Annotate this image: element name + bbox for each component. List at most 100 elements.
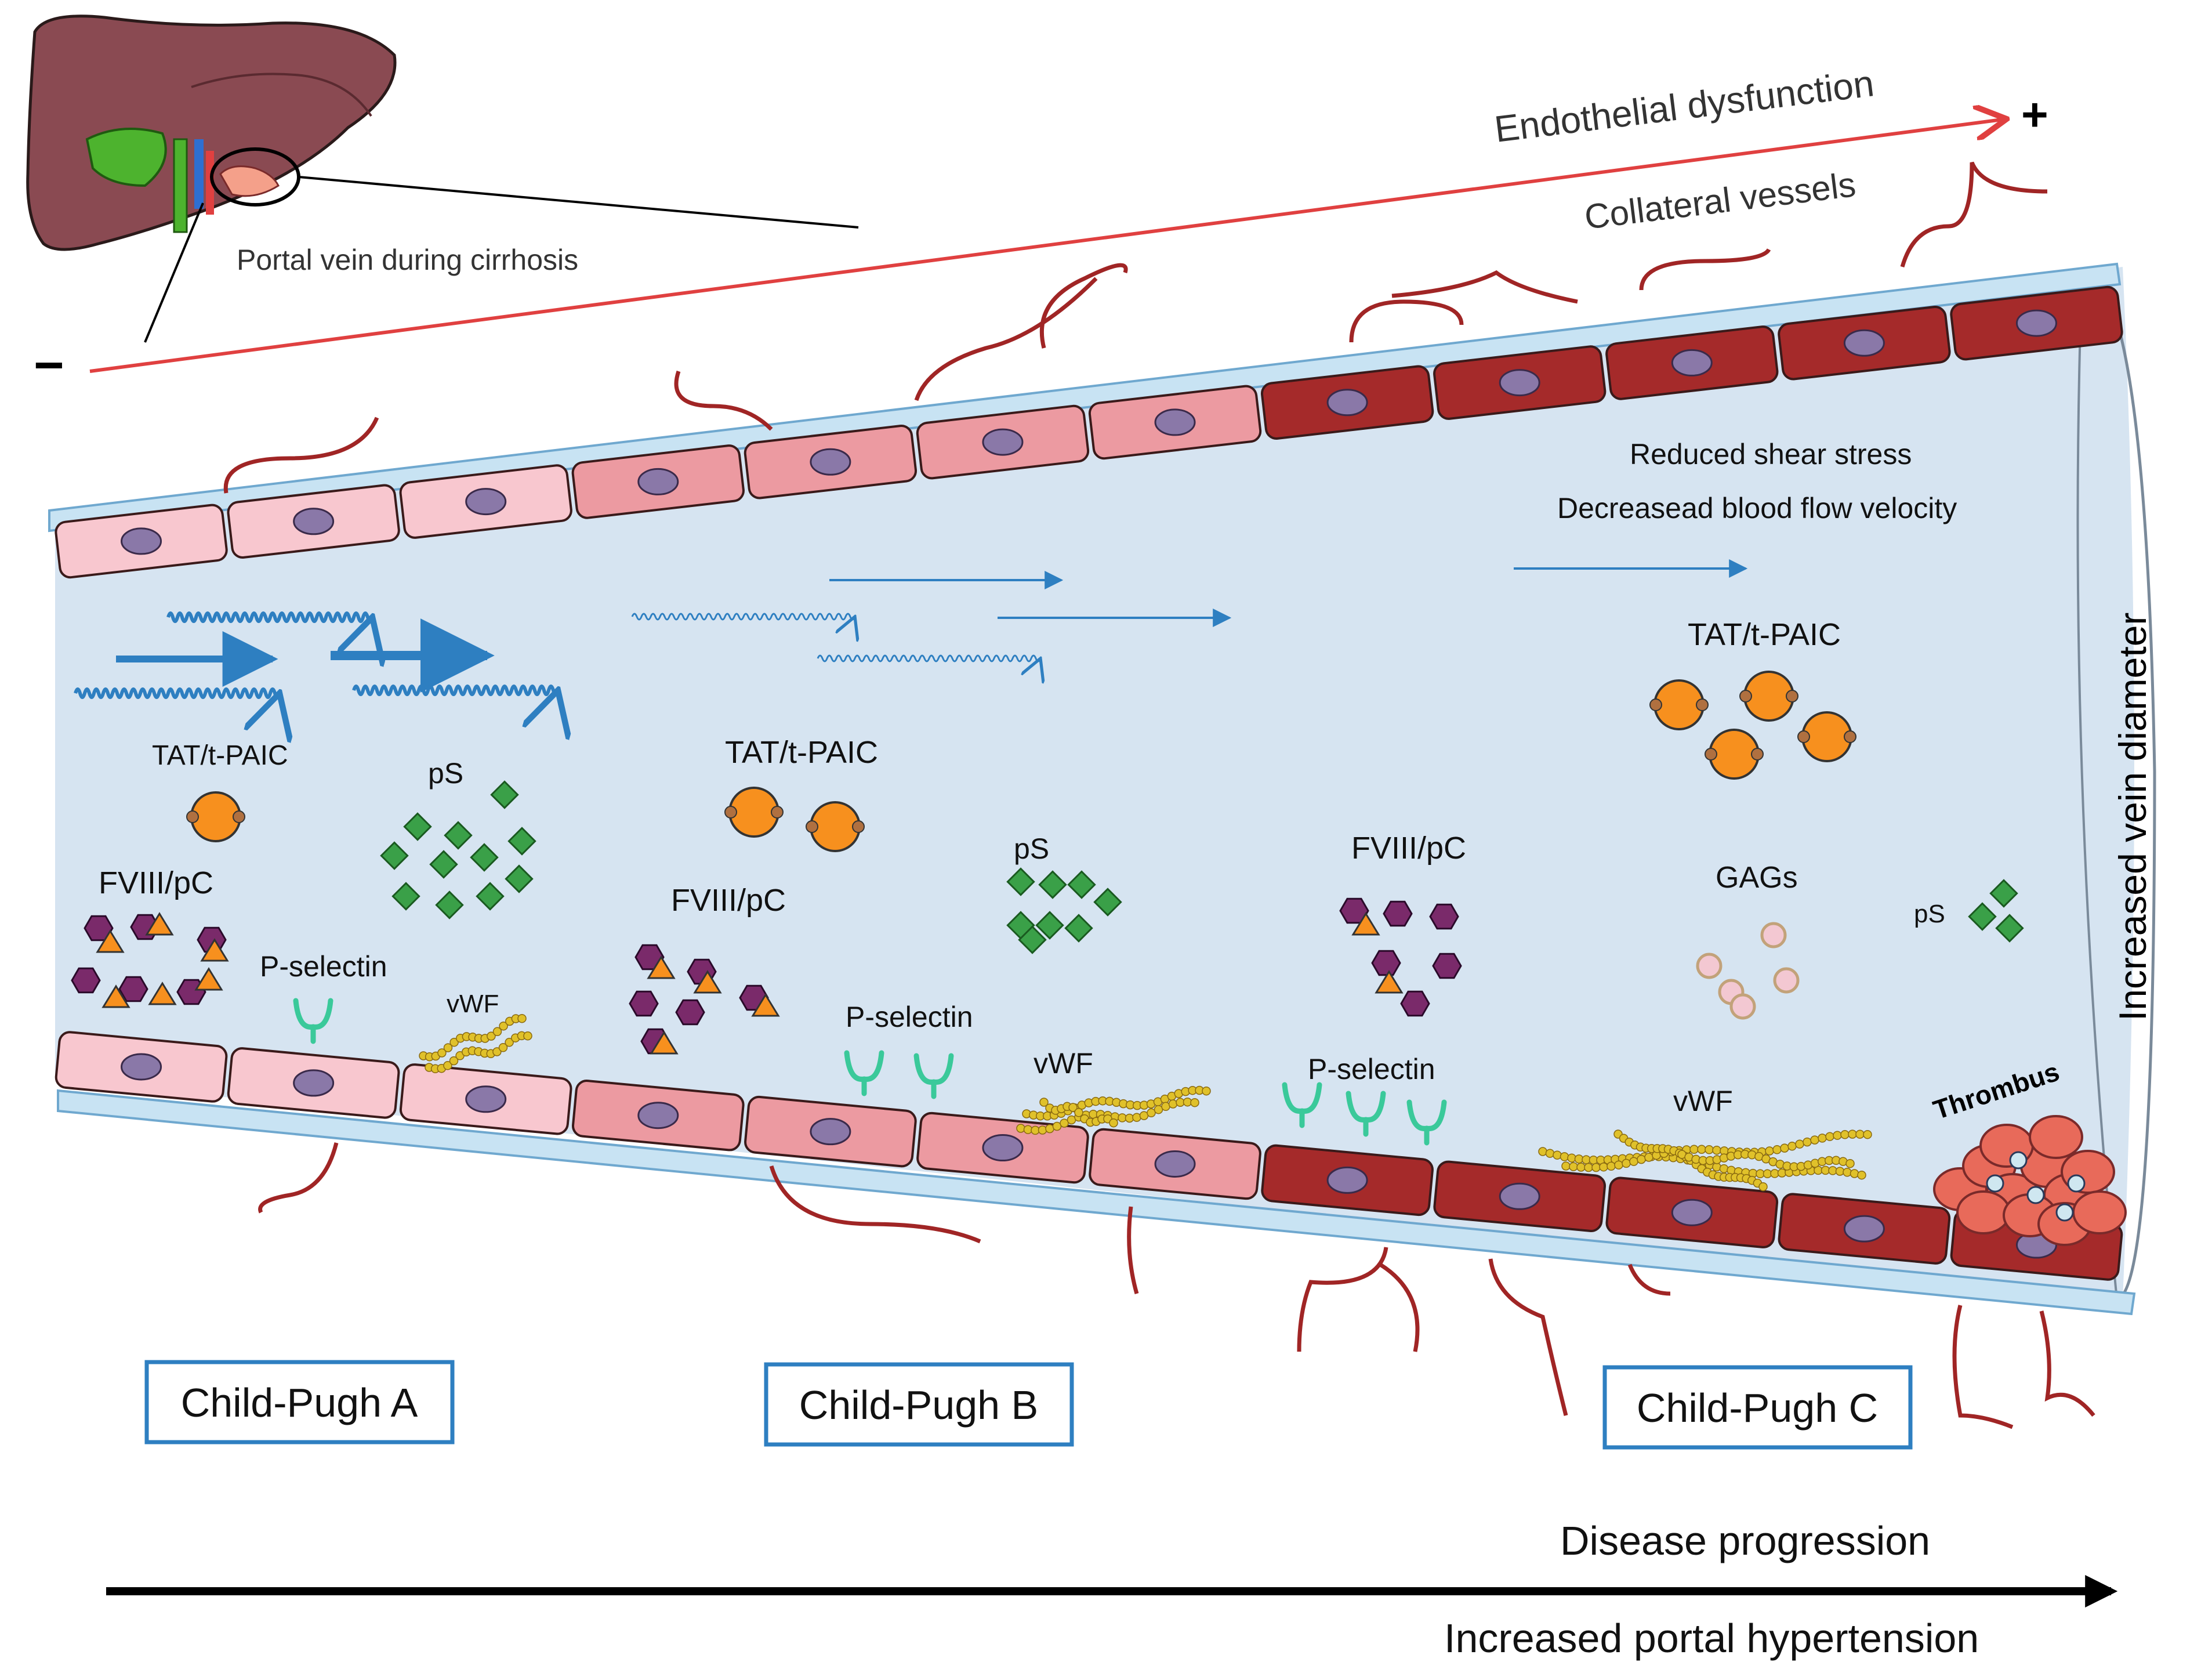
vwf-bead — [1190, 1098, 1199, 1107]
bottom-endothelial-cell — [399, 1063, 572, 1135]
inset-line-bottom — [144, 202, 204, 343]
bottom-endothelial-cell — [744, 1095, 917, 1168]
thrombus-platelet — [2055, 1203, 2074, 1222]
tat-label-b: TAT/t-PAIC — [725, 735, 878, 770]
vwf-bead — [1202, 1086, 1211, 1096]
pc-triangle — [96, 929, 125, 953]
stage-box-c: Child-Pugh C — [1602, 1365, 1913, 1450]
vwf-bead — [498, 1043, 508, 1052]
vwf-bead — [1705, 1145, 1714, 1154]
top-endothelial-cell — [55, 504, 228, 579]
fviii-hexagon — [629, 990, 659, 1017]
bottom-endothelial-cell — [1605, 1176, 1779, 1248]
collateral-vessel — [1627, 1263, 1671, 1296]
vwf-bead — [1843, 1168, 1852, 1177]
vwf-bead — [1758, 1182, 1768, 1192]
p-selectin-icon — [844, 1050, 884, 1096]
collateral-vessel — [1391, 270, 1578, 304]
minus-sign: − — [34, 336, 64, 394]
vwf-bead — [1863, 1129, 1872, 1139]
tat-dot — [1786, 690, 1798, 703]
vwf-bead — [1599, 1162, 1608, 1172]
ps-label-b: pS — [1014, 832, 1049, 865]
fviii-hexagon — [118, 976, 148, 1002]
protein-s-square — [1035, 911, 1064, 940]
fviii-pc-glyphs — [71, 897, 1462, 1055]
stage-label-c: Child-Pugh C — [1637, 1385, 1878, 1431]
top-endothelial-cell — [1950, 285, 2123, 361]
cell-nucleus — [1843, 329, 1885, 357]
vwf-bead — [1614, 1160, 1623, 1170]
pc-triangle — [650, 1031, 679, 1055]
flow-wave — [74, 689, 280, 697]
p-selectin-label-c: P-selectin — [1308, 1053, 1435, 1085]
pc-triangle — [200, 938, 229, 962]
vwf-bead — [443, 1061, 452, 1070]
bottom-endothelial-cell — [571, 1080, 745, 1152]
tat-dot — [1797, 730, 1810, 743]
cell-nucleus — [1671, 349, 1713, 376]
vwf-bead — [1835, 1167, 1845, 1176]
cell-nucleus — [465, 488, 507, 516]
vwf-bead — [1074, 1108, 1083, 1117]
cell-nucleus — [810, 448, 851, 476]
vwf-bead — [1787, 1142, 1797, 1151]
protein-s-square — [1067, 870, 1096, 899]
inset-line-top — [298, 176, 859, 229]
portal-hypertension-label: Increased portal hypertension — [1444, 1616, 1979, 1661]
vwf-bead — [449, 1056, 459, 1066]
bottom-endothelial-cell — [1089, 1128, 1261, 1200]
vwf-bead — [517, 1013, 527, 1023]
fviii-hexagon — [1400, 990, 1430, 1017]
vwf-bead — [1772, 1145, 1782, 1154]
protein-s-square — [1064, 914, 1093, 943]
cell-nucleus — [1843, 1215, 1885, 1243]
p-selectin-icon — [1346, 1091, 1386, 1137]
top-endothelial-cell — [1605, 325, 1779, 400]
vwf-bead — [1584, 1163, 1593, 1172]
cell-nucleus — [1154, 1150, 1196, 1178]
fviii-hexagon — [1371, 950, 1401, 976]
cell-nucleus — [2015, 309, 2057, 337]
vwf-bead — [437, 1048, 447, 1058]
tat-dot — [1751, 748, 1764, 761]
velocity-label: Decreasead blood flow velocity — [1557, 492, 1957, 524]
vwf-bead — [1712, 1146, 1721, 1155]
gag-ring — [1760, 922, 1787, 948]
top-endothelial-cell — [1088, 385, 1262, 460]
flow-wave — [166, 613, 372, 621]
pc-triangle — [1351, 912, 1380, 936]
cell-nucleus — [1671, 1199, 1713, 1226]
collateral-vessel — [1349, 299, 1464, 343]
pc-triangle — [1375, 970, 1404, 994]
endothelial-label: Endothelial dysfunction — [1492, 62, 1876, 150]
fviii-hexagon — [675, 999, 705, 1026]
vwf-bead — [505, 1038, 514, 1047]
p-selectin-icon — [293, 998, 333, 1044]
vwf-bead — [1765, 1146, 1774, 1156]
stage-box-a: Child-Pugh A — [144, 1360, 455, 1444]
bottom-endothelial-cell — [227, 1047, 400, 1119]
gag-ring — [1773, 967, 1800, 994]
pc-triangle — [194, 967, 223, 991]
tat-label-a: TAT/t-PAIC — [152, 740, 288, 771]
vwf-bead — [1538, 1147, 1547, 1156]
collateral-vessels — [223, 161, 2095, 1429]
protein-s-square — [505, 864, 534, 893]
fviii-label-c: FVIII/pC — [1351, 831, 1466, 866]
thrombus-platelet — [2009, 1151, 2028, 1170]
collateral-vessel — [1039, 263, 1128, 349]
vwf-bead — [1855, 1129, 1865, 1139]
gags-glyphs — [1696, 922, 1800, 1020]
collateral-vessel — [1952, 1305, 2014, 1429]
tat-complex-icon — [1649, 679, 1709, 730]
vwf-bead — [443, 1043, 453, 1052]
tat-dot — [1705, 748, 1717, 761]
collateral-label: Collateral vessels — [1582, 165, 1858, 237]
vwf-bead — [1068, 1103, 1078, 1112]
cell-nucleus — [1499, 369, 1540, 397]
stage-box-b: Child-Pugh B — [764, 1362, 1074, 1447]
vwf-bead — [1060, 1118, 1069, 1128]
disease-progression-label: Disease progression — [1560, 1518, 1930, 1563]
